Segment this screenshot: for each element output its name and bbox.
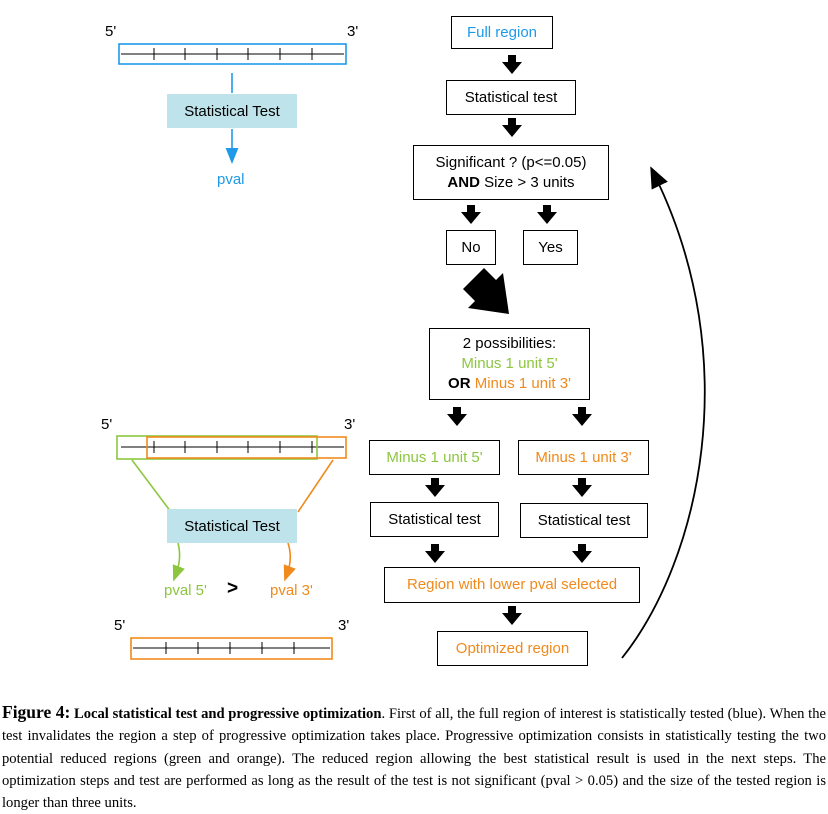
block-arrow-diagonal [463, 268, 509, 314]
top-pval: pval [217, 171, 245, 188]
possibilities-box: 2 possibilities: Minus 1 unit 5' OR Minu… [429, 328, 590, 400]
possibility-minus-5prime: Minus 1 unit 5' [461, 355, 558, 372]
optimized-region-box: Optimized region [437, 631, 588, 666]
minus-5prime-box: Minus 1 unit 5' [369, 440, 500, 475]
possibility-minus-3prime: Minus 1 unit 3' [470, 375, 571, 392]
significance-size: Size > 3 units [479, 173, 575, 191]
statistical-test-left-box: Statistical test [370, 502, 499, 537]
block-arrow-right-2 [572, 478, 592, 497]
figure-caption: Figure 4: Local statistical test and pro… [2, 701, 826, 814]
block-arrow-final [502, 606, 522, 625]
possibility-or: OR [448, 375, 471, 392]
yes-box: Yes [523, 230, 578, 265]
optimized-region-sequence [130, 637, 333, 660]
block-arrow-right-3 [572, 544, 592, 563]
reduced-regions-sequence [116, 435, 347, 460]
figure-label: Figure 4: [2, 702, 71, 722]
no-box: No [446, 230, 496, 265]
block-arrow-right-split [572, 407, 592, 426]
top-label-3prime: 3' [347, 23, 359, 40]
block-arrow-no [461, 205, 481, 224]
green-funnel-line [131, 459, 172, 513]
orange-pval-arrow [283, 542, 296, 582]
flow-block-arrows [425, 55, 592, 625]
middle-label-5prime: 5' [101, 416, 113, 433]
middle-statistical-test: Statistical Test [167, 509, 297, 543]
possibilities-title: 2 possibilities: [462, 335, 557, 352]
minus-3prime-box: Minus 1 unit 3' [518, 440, 649, 475]
orange-funnel-line [297, 459, 334, 513]
significance-box: Significant ? (p<=0.05) AND Size > 3 uni… [413, 145, 609, 200]
statistical-test-box: Statistical test [446, 80, 576, 115]
greater-than-sign: > [227, 578, 239, 599]
significance-and: AND [447, 173, 480, 191]
bottom-label-5prime: 5' [114, 617, 126, 634]
green-pval-arrow [172, 542, 185, 582]
full-region-sequence [118, 43, 347, 65]
full-region-box: Full region [451, 16, 553, 49]
pval-5prime: pval 5' [164, 582, 207, 599]
middle-label-3prime: 3' [344, 416, 356, 433]
possibility-or-line: OR Minus 1 unit 3' [448, 374, 571, 394]
bottom-label-3prime: 3' [338, 617, 350, 634]
loop-back-arrow [621, 166, 706, 659]
figure-title: Local statistical test and progressive o… [74, 706, 382, 722]
significance-line-1: Significant ? (p<=0.05) [435, 153, 587, 171]
block-arrow-yes [537, 205, 557, 224]
top-statistical-test: Statistical Test [167, 94, 297, 128]
statistical-test-right-box: Statistical test [520, 503, 648, 538]
significance-line-2: AND Size > 3 units [447, 173, 574, 193]
pval-3prime: pval 3' [270, 582, 313, 599]
block-arrow-2 [502, 118, 522, 137]
block-arrow-left-2 [425, 478, 445, 497]
block-arrow-1 [502, 55, 522, 74]
block-arrow-left-3 [425, 544, 445, 563]
figure-caption-text: . First of all, the full region of inter… [2, 706, 826, 812]
top-label-5prime: 5' [105, 23, 117, 40]
lower-pval-box: Region with lower pval selected [384, 567, 640, 603]
diagram-graphics [116, 43, 706, 660]
block-arrow-left-split [447, 407, 467, 426]
